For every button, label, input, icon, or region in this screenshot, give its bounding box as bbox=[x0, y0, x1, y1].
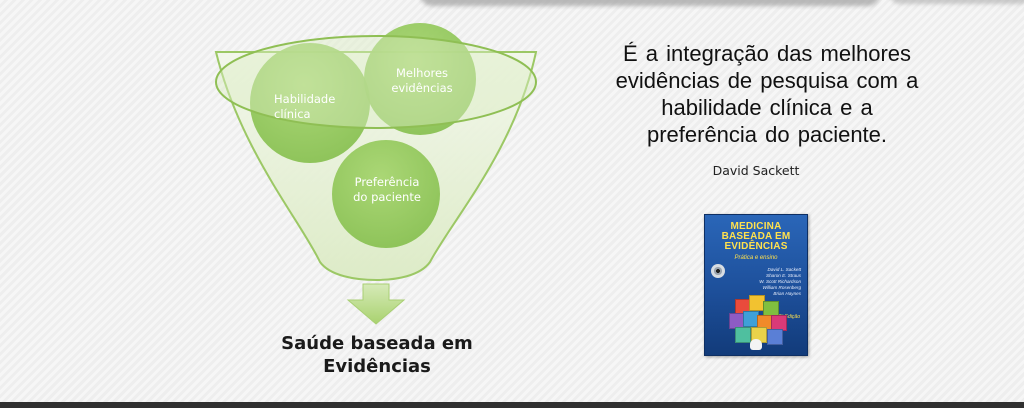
circle-preferencia-paciente bbox=[332, 140, 440, 248]
book-author: W. Scott Richardson bbox=[759, 279, 801, 284]
book-author: Sharon E. Straus bbox=[766, 273, 801, 278]
book-cover: MEDICINA BASEADA EM EVIDÊNCIAS Prática e… bbox=[704, 214, 808, 356]
book-author: William Rosenberg bbox=[762, 285, 801, 290]
book-authors: David L. Sackett Sharon E. Straus W. Sco… bbox=[741, 267, 801, 297]
book-edition: 2ª Edição bbox=[778, 314, 800, 320]
quote-line: habilidade clínica e a bbox=[661, 95, 873, 120]
circle-habilidade-clinica bbox=[250, 43, 370, 163]
circle-melhores-evidencias bbox=[364, 23, 476, 135]
down-arrow-icon bbox=[346, 283, 406, 325]
cube-icon bbox=[735, 327, 751, 343]
circle-label-preferencia: Preferência do paciente bbox=[350, 175, 424, 205]
funnel-rim bbox=[215, 35, 537, 129]
cube-icon bbox=[767, 329, 783, 345]
book-author: Brian Haynes bbox=[773, 291, 801, 296]
book-title-line: MEDICINA bbox=[730, 221, 782, 232]
definition-quote: É a integração das melhores evidências d… bbox=[586, 40, 948, 148]
top-shadow-secondary bbox=[890, 0, 1024, 4]
quote-author: David Sackett bbox=[712, 163, 800, 178]
circle-label-line: Melhores bbox=[395, 66, 449, 80]
cd-icon bbox=[711, 264, 725, 278]
circle-label-melhores: Melhores evidências bbox=[389, 66, 455, 96]
result-label-line: Saúde baseada em bbox=[281, 333, 473, 354]
book-title-line: EVIDÊNCIAS bbox=[724, 241, 788, 252]
publisher-logo-icon bbox=[750, 339, 762, 350]
book-author: David L. Sackett bbox=[767, 267, 801, 272]
circle-label-line: Habilidade bbox=[274, 92, 336, 106]
book-subtitle: Prática e ensino bbox=[734, 255, 778, 261]
circle-label-line: Preferência bbox=[354, 175, 420, 189]
quote-line: preferência do paciente. bbox=[646, 122, 888, 147]
result-label-line: Evidências bbox=[323, 356, 431, 377]
circle-label-line: clínica bbox=[274, 107, 311, 121]
bottom-bar bbox=[0, 402, 1024, 408]
book-title-line: BASEADA EM bbox=[721, 231, 791, 242]
circle-label-habilidade: Habilidade clínica bbox=[274, 92, 335, 122]
result-label: Saúde baseada em Evidências bbox=[272, 332, 482, 378]
quote-line: É a integração das melhores bbox=[622, 41, 912, 66]
quote-line: evidências de pesquisa com a bbox=[615, 68, 919, 93]
funnel-diagram bbox=[214, 23, 538, 325]
circle-label-line: evidências bbox=[391, 81, 453, 95]
circle-label-line: do paciente bbox=[353, 190, 421, 204]
top-shadow bbox=[420, 0, 880, 6]
book-title: MEDICINA BASEADA EM EVIDÊNCIAS bbox=[705, 222, 807, 252]
